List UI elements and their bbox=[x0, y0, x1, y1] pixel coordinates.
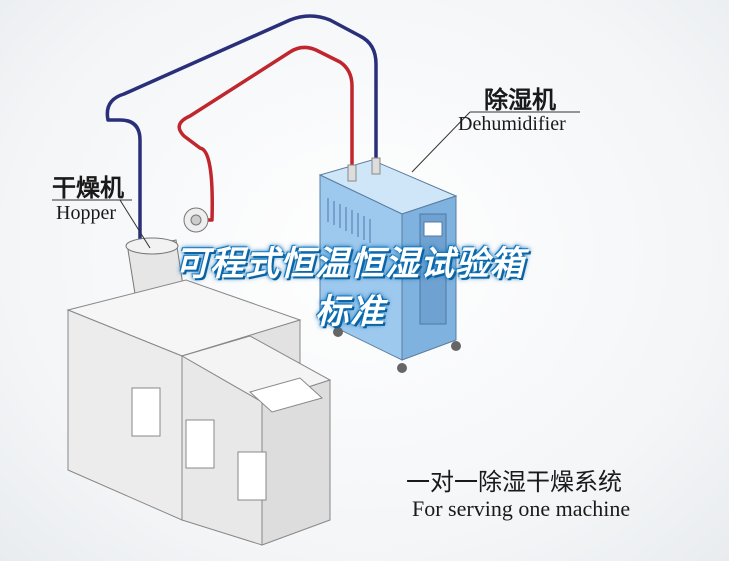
dehumidifier-label-en: Dehumidifier bbox=[458, 113, 566, 135]
overlay-title: 可程式恒温恒湿试验箱 标准 bbox=[120, 240, 580, 336]
hopper-label-en: Hopper bbox=[56, 202, 116, 224]
hopper-leader bbox=[119, 199, 151, 249]
dehumidifier-unit bbox=[318, 157, 461, 373]
molding-machine bbox=[66, 279, 332, 546]
caption-en: For serving one machine bbox=[412, 496, 631, 521]
caption-zh: 一对一除湿干燥系统 bbox=[406, 468, 622, 496]
return-air-pipe bbox=[105, 14, 378, 245]
dehumidifier-leader bbox=[411, 111, 471, 173]
hopper-label-zh: 干燥机 bbox=[52, 174, 124, 202]
overlay-title-line2: 标准 bbox=[315, 292, 385, 332]
overlay-title-line1: 可程式恒温恒湿试验箱 bbox=[175, 244, 525, 284]
dehumidifier-label-zh: 除湿机 bbox=[484, 86, 556, 114]
dry-air-supply-pipe bbox=[177, 45, 354, 222]
